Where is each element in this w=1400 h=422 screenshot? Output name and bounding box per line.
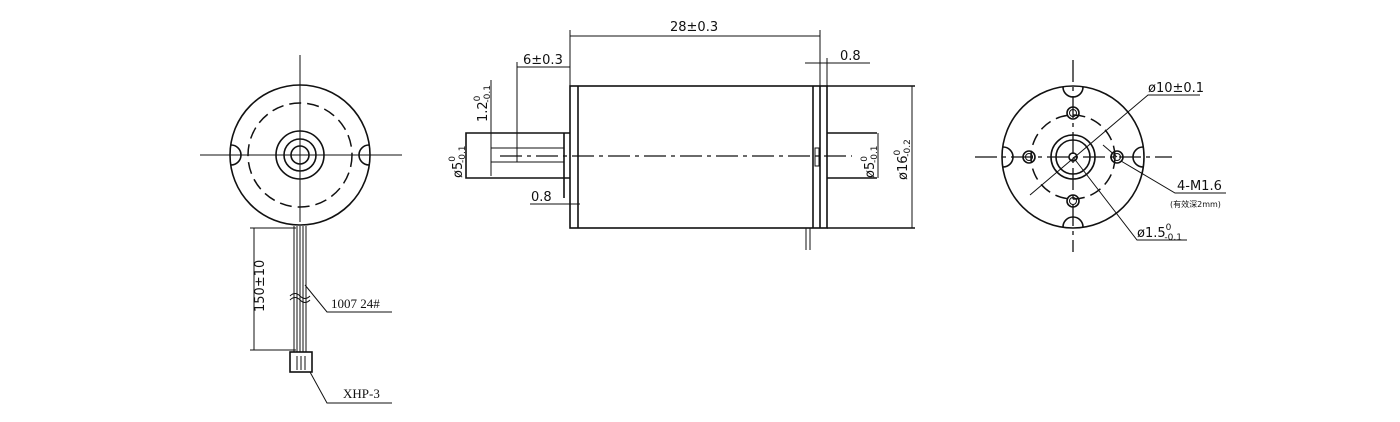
body-dia-dim: ø160-0.2: [893, 139, 913, 180]
left-shaft-dia-dim: ø50-0.1: [448, 145, 468, 178]
length-dim: 28±0.3: [670, 20, 718, 35]
pitch-dia-label: ø10±0.1: [1148, 81, 1204, 96]
connector: [289, 351, 313, 373]
connector-label: XHP-3: [343, 386, 380, 401]
right-shaft-dia-dim: ø50-0.1: [860, 145, 880, 178]
right-flange-dim: 0.8: [840, 49, 861, 64]
flat-depth-dim: 1.20-0.1: [473, 85, 493, 122]
front-view: ø10±0.1 4-M1.6 (有效深2mm) ø1.50-0.1: [975, 60, 1226, 252]
holes-label: 4-M1.6: [1177, 179, 1222, 194]
lead-wires: [289, 226, 311, 352]
shaft-dia-label: ø1.50-0.1: [1137, 223, 1182, 243]
shaft-length-dim: 6±0.3: [523, 53, 563, 68]
cable-length-dim: 150±10: [253, 260, 268, 312]
left-flange-dim: 0.8: [531, 190, 552, 205]
side-view: 28±0.3 6±0.3 1.20-0.1 ø50-0.1 0.8 0.8 ø5…: [448, 20, 915, 250]
wire-spec-label: 1007 24#: [331, 296, 380, 311]
holes-note: (有效深2mm): [1170, 199, 1221, 209]
rear-view: 150±10 1007 24# XHP-3: [200, 55, 402, 404]
